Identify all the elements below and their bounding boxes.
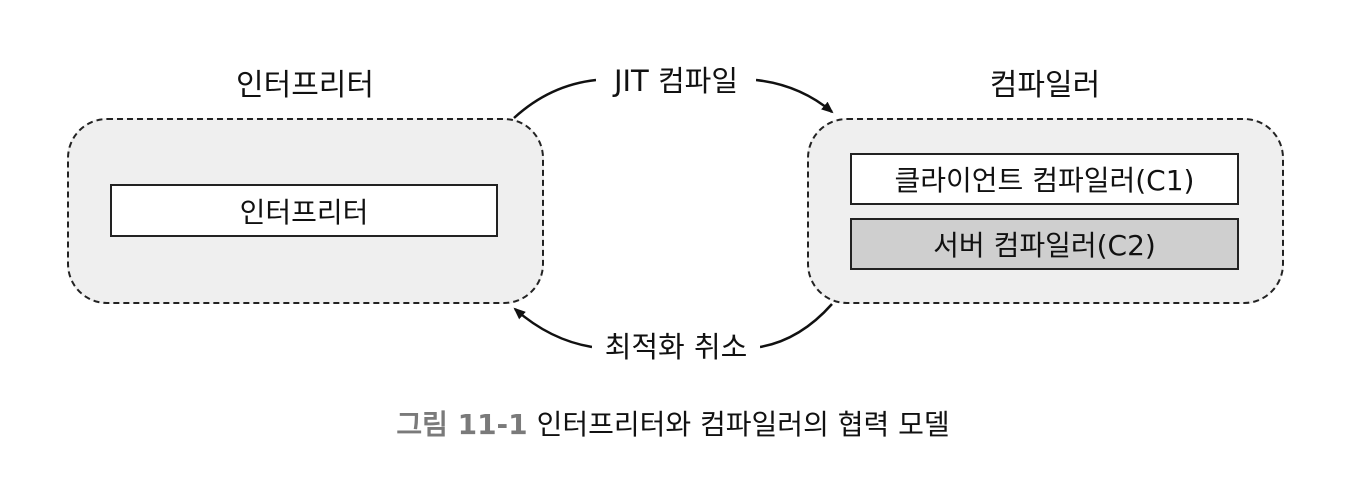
jit-arrow-left-segment [513, 78, 597, 119]
figure-caption-text: 인터프리터와 컴파일러의 협력 모델 [536, 408, 950, 441]
jit-arrow [755, 78, 834, 114]
compiler-group [807, 118, 1284, 304]
deopt-arrow-right-segment [759, 303, 833, 349]
deopt-arrow [513, 307, 593, 349]
client-compiler-box: 클라이언트 컴파일러(C1) [850, 153, 1239, 205]
figure-number: 그림 11-1 [396, 408, 528, 441]
interpreter-box: 인터프리터 [110, 184, 498, 237]
server-compiler-box: 서버 컴파일러(C2) [850, 218, 1239, 270]
deoptimization-label: 최적화 취소 [592, 330, 760, 364]
figure-caption: 그림 11-1 인터프리터와 컴파일러의 협력 모델 [0, 408, 1346, 442]
interpreter-group-title: 인터프리터 [236, 68, 374, 103]
jit-compile-label: JIT 컴파일 [596, 64, 756, 98]
compiler-group-title: 컴파일러 [989, 68, 1101, 103]
